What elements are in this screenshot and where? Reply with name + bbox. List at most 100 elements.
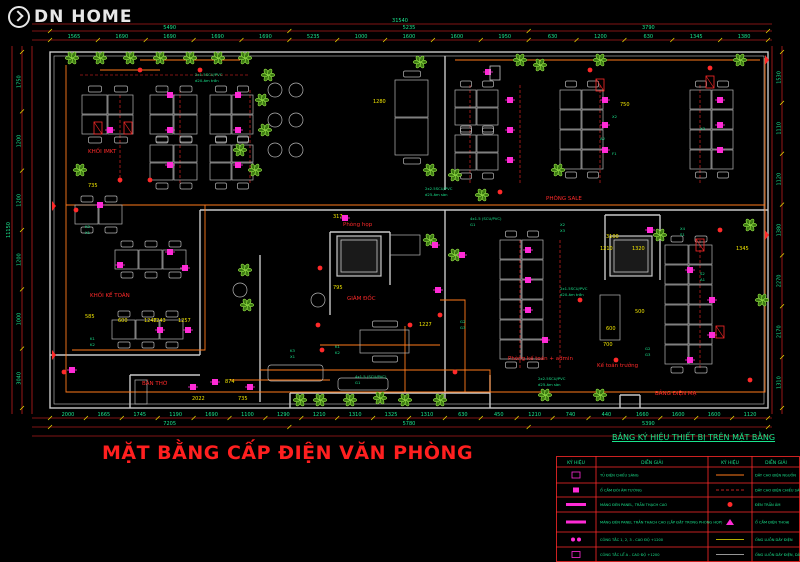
circuit-note: F1	[612, 151, 617, 156]
chair	[215, 135, 227, 143]
plant	[64, 51, 80, 65]
desk	[521, 319, 544, 340]
cabinet	[389, 234, 421, 256]
circuit-note: X3	[700, 126, 706, 131]
dim-tick	[287, 424, 292, 430]
dim-text: 1345	[690, 34, 703, 40]
dim-tick	[263, 415, 268, 421]
dim-text: 2000	[62, 412, 75, 418]
circuit-note: G3	[460, 325, 466, 330]
round-chair	[310, 292, 326, 308]
desk	[688, 244, 713, 265]
plant-leaf	[246, 298, 252, 306]
legend-desc: MÁNG ĐÈN PANEL, TRẦN THẠCH CAO	[600, 502, 667, 507]
plant-leaf	[739, 53, 745, 61]
ceiling-light-icon	[613, 357, 619, 363]
glass-rooms	[336, 235, 653, 277]
brand-logo-icon	[8, 6, 30, 28]
ceiling-light-icon	[147, 177, 153, 183]
inner-dim: 317	[333, 214, 343, 220]
panel-light-icon	[705, 75, 715, 89]
circuit-note: d20-âm trần	[195, 78, 219, 83]
ceiling-light-icon	[707, 65, 713, 71]
circuit-note: G2	[645, 346, 651, 351]
legend-title: BẢNG KÝ HIỆU THIẾT BỊ TRÊN MẶT BẰNG	[612, 433, 776, 442]
plant-leaf	[419, 55, 425, 63]
ceiling-light-icon	[315, 322, 321, 328]
circuit-note: K3	[290, 348, 295, 353]
desk	[209, 162, 232, 181]
plant	[210, 51, 226, 65]
dim-tick	[586, 415, 591, 421]
chair	[80, 226, 94, 234]
plant-leaf	[264, 123, 270, 131]
plant	[412, 55, 428, 69]
inner-dim: 1210	[600, 246, 613, 252]
dim-tick	[334, 415, 340, 421]
building-walls	[49, 51, 769, 409]
ceiling-light-icon	[407, 322, 413, 328]
desk	[559, 109, 582, 130]
dim-tick	[693, 415, 699, 421]
panel-light-icon	[93, 121, 103, 135]
circuit-note: G3	[645, 352, 651, 357]
plant	[474, 188, 490, 202]
chair	[179, 182, 193, 190]
legend-switch-box-icon	[571, 551, 581, 558]
inner-dim: 1320	[632, 246, 645, 252]
chair	[460, 125, 472, 133]
circuit-note: S1	[680, 232, 685, 237]
chair	[88, 85, 102, 93]
dim-text: 1200	[17, 253, 23, 266]
chair	[168, 240, 182, 248]
desk	[581, 129, 604, 150]
ceiling-light-icon	[73, 207, 79, 213]
desk	[664, 324, 689, 345]
panel-light-mark	[715, 325, 725, 339]
dim-tick	[526, 424, 531, 430]
dim-text: 1380	[777, 224, 783, 237]
chair	[372, 355, 398, 363]
dim-tick	[239, 37, 244, 43]
chair	[670, 235, 684, 243]
desk	[107, 94, 134, 115]
chair	[155, 135, 169, 143]
circuit-note: S2	[700, 271, 705, 276]
dim-tick	[550, 415, 555, 421]
dim-tick	[191, 37, 196, 43]
plant-leaf	[404, 393, 410, 401]
dim-text: 450	[494, 412, 504, 418]
desk	[394, 79, 429, 118]
dim-text: 1120	[744, 412, 757, 418]
circuit-note: G2	[460, 319, 466, 324]
plant-leaf	[761, 293, 767, 301]
dim-text: 440	[602, 412, 612, 418]
desk	[664, 244, 689, 265]
circuit-note: X1	[85, 230, 91, 235]
desk	[454, 89, 477, 108]
dim-text: 5235	[307, 34, 320, 40]
dim-text: 1600	[403, 34, 416, 40]
dim-text: 1745	[133, 412, 146, 418]
circuit-note: G1	[470, 222, 476, 227]
label-sales-area: PHÒNG SALE	[546, 195, 582, 202]
plant-leaf	[129, 51, 135, 59]
ceiling-light-icon	[197, 67, 203, 73]
round-chair	[232, 282, 248, 298]
chair	[237, 135, 249, 143]
legend-switch-icon	[571, 537, 575, 542]
dim-tick	[574, 37, 579, 43]
desk	[359, 329, 410, 354]
cabinet	[134, 379, 148, 405]
dim-text: 1950	[498, 34, 511, 40]
inner-dim: 750	[620, 102, 630, 108]
desk	[394, 117, 429, 156]
plant	[122, 51, 138, 65]
dim-tick	[526, 37, 531, 43]
desk	[499, 279, 522, 300]
chair	[695, 171, 707, 179]
legend-phone-socket-icon	[726, 519, 734, 525]
desk	[149, 162, 174, 181]
dim-tick	[19, 346, 25, 351]
label-reception: KHỐI KẾ TOÁN	[90, 291, 130, 299]
